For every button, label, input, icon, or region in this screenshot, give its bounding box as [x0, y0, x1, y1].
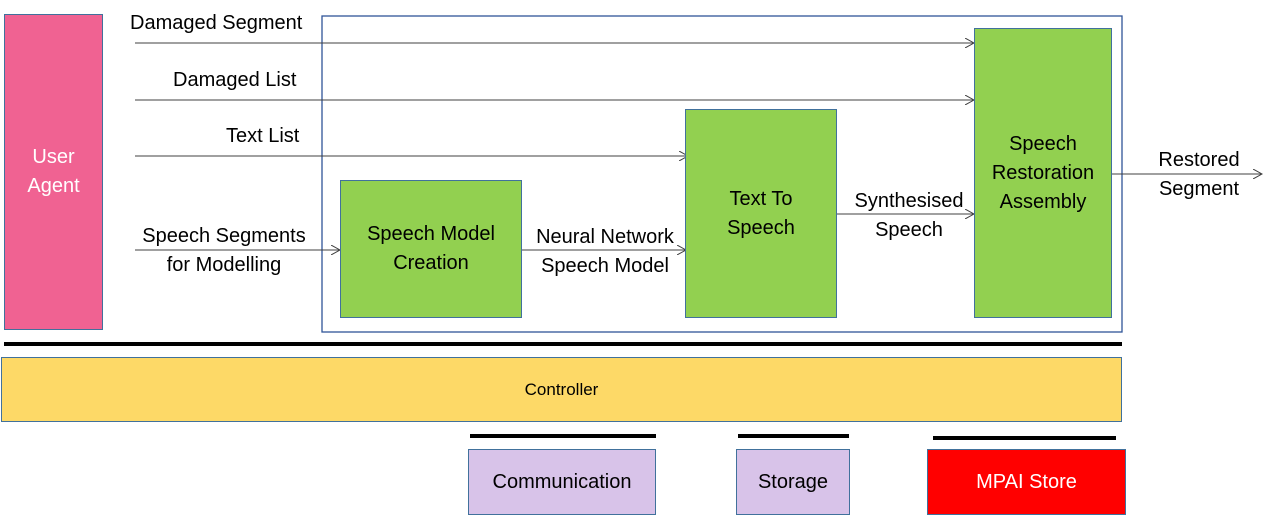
- speech-restoration-assembly-module: Speech Restoration Assembly: [974, 28, 1112, 318]
- speech-restoration-assembly-label: Speech Restoration Assembly: [991, 132, 1095, 213]
- storage-box: Storage: [736, 449, 850, 515]
- speech-model-creation-module: Speech Model Creation: [340, 180, 522, 318]
- text-list-label: Text List: [226, 125, 300, 147]
- damaged-list-label: Damaged List: [173, 69, 297, 91]
- communication-box: Communication: [468, 449, 656, 515]
- user-agent-label: User Agent: [27, 146, 80, 197]
- mpai-store-label: MPAI Store: [976, 470, 1077, 493]
- speech-model-creation-label: Speech Model Creation: [367, 223, 495, 274]
- user-agent-box: User Agent: [4, 14, 103, 330]
- synthesised-speech-label: Synthesised Speech: [854, 190, 964, 241]
- controller-bar: Controller: [1, 357, 1122, 422]
- damaged-segment-label: Damaged Segment: [130, 12, 303, 34]
- mpai-store-box: MPAI Store: [927, 449, 1126, 515]
- restored-segment-label: Restored Segment: [1158, 149, 1240, 200]
- text-to-speech-module: Text To Speech: [685, 109, 837, 318]
- neural-network-model-label: Neural Network Speech Model: [536, 226, 674, 277]
- storage-label: Storage: [757, 470, 829, 493]
- controller-label: Controller: [524, 379, 599, 399]
- speech-segments-label: Speech Segments for Modelling: [142, 225, 306, 276]
- communication-label: Communication: [492, 470, 632, 493]
- text-to-speech-label: Text To Speech: [727, 187, 795, 239]
